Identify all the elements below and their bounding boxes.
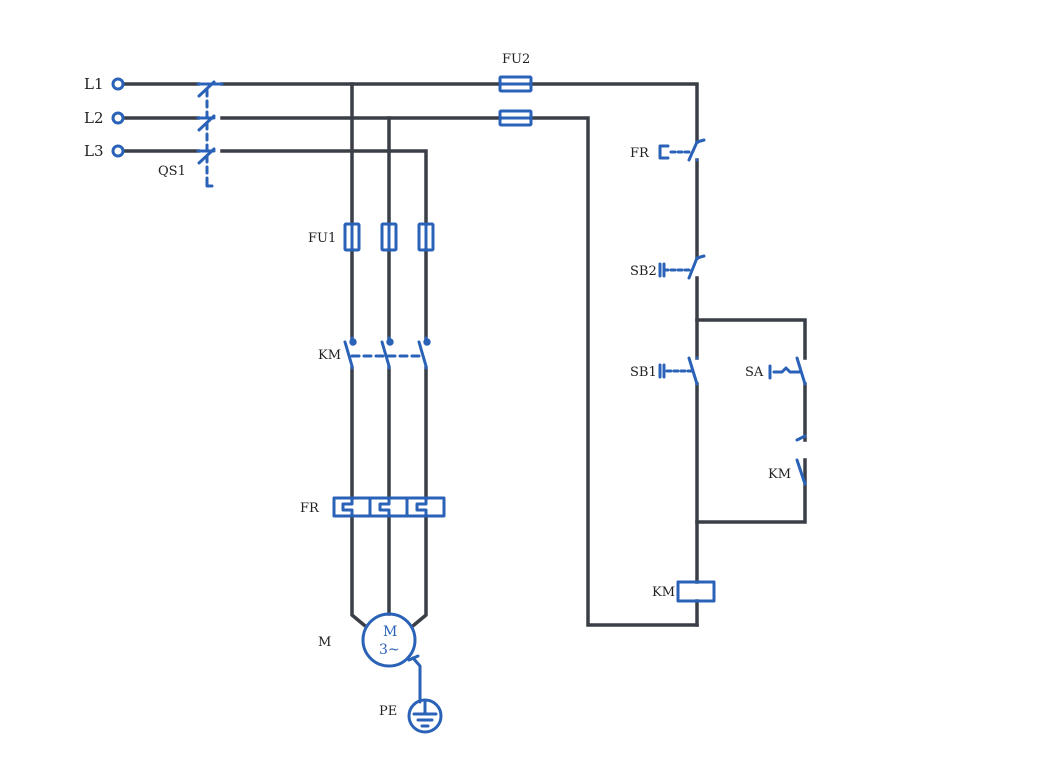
- sb2-stop-button: [658, 254, 706, 280]
- sb1-start-button: [658, 356, 699, 386]
- wire-phase-3: [411, 248, 428, 628]
- labels: L1 L2 L3 QS1 FU2 FU1 KM FR M M 3~ PE FR …: [84, 52, 791, 719]
- label-motor: M: [318, 635, 331, 650]
- fr-thermal-overload: [332, 496, 446, 518]
- label-sa: SA: [745, 365, 764, 380]
- label-sb1: SB1: [630, 365, 657, 380]
- label-km-coil: KM: [652, 585, 675, 600]
- label-l1: L1: [84, 75, 104, 93]
- wire-ctrl-parallel: [695, 318, 807, 524]
- motor-symbol: [361, 612, 417, 668]
- label-l3: L3: [84, 142, 104, 160]
- terminal-l3: [111, 144, 125, 158]
- sa-switch: [768, 356, 807, 386]
- label-motor-phase: 3~: [379, 642, 400, 658]
- terminal-l1: [111, 77, 125, 91]
- wire-phase-1: [350, 82, 367, 628]
- km-aux-contact: [795, 434, 807, 486]
- wires: [122, 82, 807, 628]
- pe-ground: [407, 654, 443, 734]
- label-motor-m: M: [383, 624, 397, 640]
- wire-l3: [122, 149, 428, 226]
- label-km-main: KM: [318, 348, 341, 363]
- label-qs1: QS1: [158, 164, 186, 179]
- fu2-fuses: [498, 75, 533, 127]
- label-sb2: SB2: [630, 264, 657, 279]
- label-fr-main: FR: [300, 501, 320, 516]
- qs1-switch: [196, 80, 224, 188]
- label-km-aux: KM: [768, 467, 791, 482]
- wire-l1: [122, 82, 699, 144]
- fr-control-contact: [658, 138, 706, 162]
- fu1-fuses: [343, 222, 435, 252]
- label-fr-ctrl: FR: [630, 146, 650, 161]
- terminal-l2: [111, 111, 125, 125]
- label-fu1: FU1: [308, 231, 336, 246]
- label-fu2: FU2: [502, 52, 530, 67]
- wire-l2: [122, 116, 699, 627]
- km-coil: [676, 580, 716, 603]
- symbols: [111, 75, 807, 734]
- km-main-contacts: [343, 336, 431, 370]
- label-l2: L2: [84, 109, 104, 127]
- label-pe: PE: [379, 704, 397, 719]
